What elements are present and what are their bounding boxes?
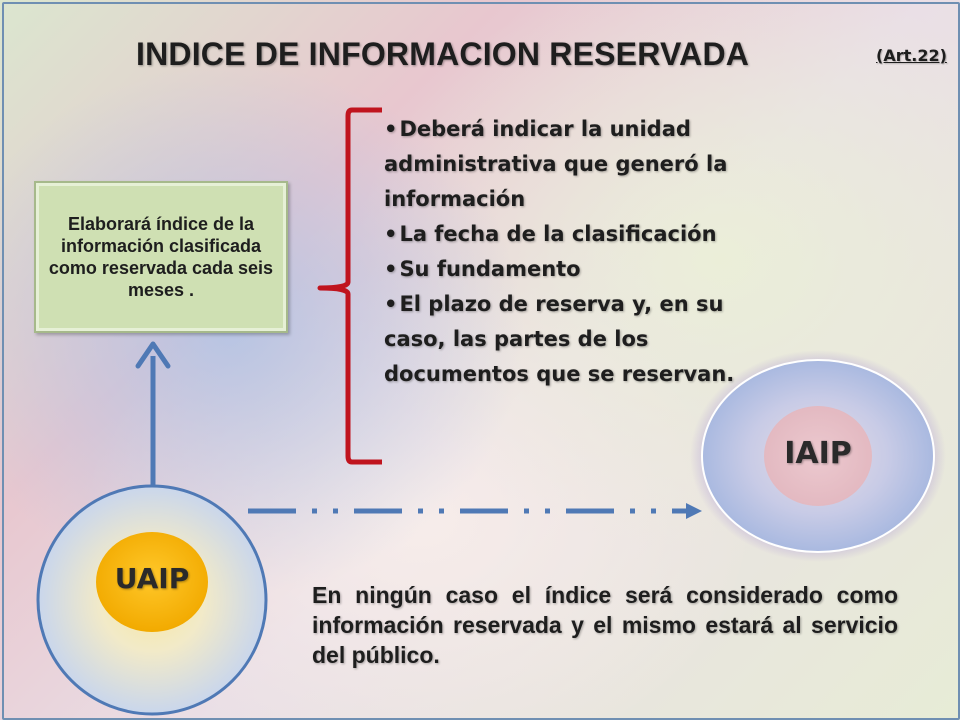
footer-statement: En ningún caso el índice será considerad… bbox=[312, 582, 898, 668]
uaip-core-circle bbox=[96, 532, 208, 632]
bracket-shape bbox=[317, 107, 382, 465]
list-item: Su fundamento bbox=[384, 252, 764, 287]
list-item: Deberá indicar la unidad administrativa … bbox=[384, 112, 764, 217]
dashdot-arrow-head bbox=[686, 503, 702, 519]
up-arrow-head bbox=[135, 341, 171, 369]
index-box-text: Elaborará índice de la información clasi… bbox=[48, 214, 274, 300]
iaip-core-circle bbox=[764, 406, 872, 506]
index-box: Elaborará índice de la información clasi… bbox=[34, 181, 288, 333]
list-item: El plazo de reserva y, en su caso, las p… bbox=[384, 287, 764, 392]
article-reference: (Art.22) bbox=[876, 46, 947, 65]
requirements-list: Deberá indicar la unidad administrativa … bbox=[384, 112, 764, 392]
iaip-label: IAIP bbox=[784, 436, 852, 471]
page-title: INDICE DE INFORMACION RESERVADA bbox=[136, 36, 750, 72]
uaip-label: UAIP bbox=[114, 562, 190, 595]
list-item: La fecha de la clasificación bbox=[384, 217, 764, 252]
